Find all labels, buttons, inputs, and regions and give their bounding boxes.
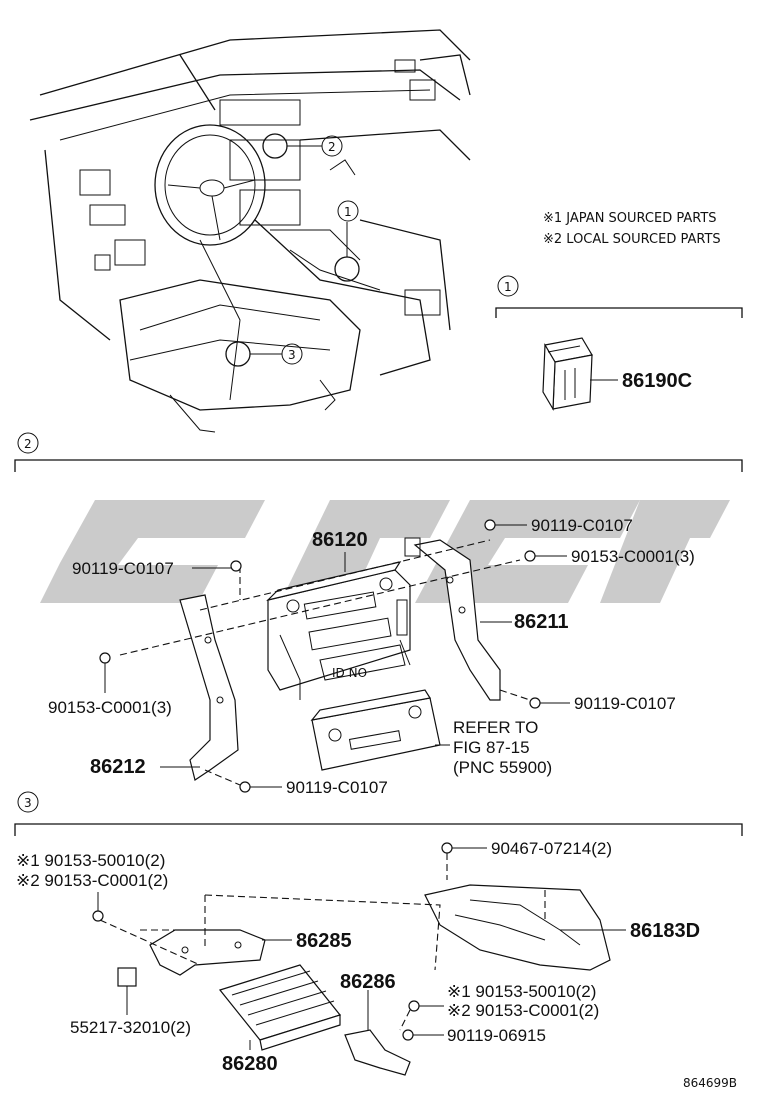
- bolt-icon: [529, 697, 541, 709]
- bolt-icon: [484, 519, 496, 531]
- svg-text:3: 3: [24, 796, 32, 810]
- overview-callout-2[interactable]: 2: [321, 135, 343, 157]
- part-86212-label[interactable]: 86212: [90, 756, 146, 778]
- clip-55217-illustration: [117, 967, 137, 1015]
- bolt-90119-c0107-left-bottom[interactable]: 90119-C0107: [286, 778, 388, 797]
- watermark-logo: [40, 500, 730, 603]
- bolt-icon: [408, 1000, 420, 1012]
- part-90467-label[interactable]: 90467-07214(2): [491, 839, 612, 858]
- bolt-90119-c0107-top-left[interactable]: 90119-C0107: [72, 559, 174, 578]
- cover-86183d-illustration: [424, 884, 626, 971]
- bracket-86211-illustration: [404, 537, 501, 701]
- bolt-90119-c0107-right-bottom[interactable]: 90119-C0107: [574, 694, 676, 713]
- section-3-header: 3: [14, 791, 743, 836]
- diagram-id: 864699B: [683, 1076, 737, 1090]
- part-86286-label[interactable]: 86286: [340, 971, 396, 993]
- part-86183d-label[interactable]: 86183D: [630, 920, 700, 942]
- refer-line-3: (PNC 55900): [453, 758, 552, 777]
- bolt-90119-c0107-top-right[interactable]: 90119-C0107: [531, 516, 633, 535]
- overview-callout-3[interactable]: 3: [281, 343, 303, 365]
- bolt-icon: [524, 550, 536, 562]
- switch-86190c-illustration: [542, 337, 618, 412]
- bolt-90153-50010-right[interactable]: ※1 90153-50010(2): [447, 982, 596, 1001]
- part-86190c-label[interactable]: 86190C: [622, 370, 692, 392]
- svg-text:3: 3: [288, 348, 296, 362]
- bolt-icon: [239, 781, 251, 793]
- bolt-icon: [99, 652, 111, 664]
- bolt-90153-c0001-right-s3[interactable]: ※2 90153-C0001(2): [447, 1001, 599, 1020]
- note-local-sourced: ※2 LOCAL SOURCED PARTS: [543, 232, 721, 247]
- bracket-86212-illustration: [160, 594, 239, 781]
- bolt-90153-c0001-left-s3[interactable]: ※2 90153-C0001(2): [16, 871, 168, 890]
- bracket-86285-illustration: [149, 929, 292, 976]
- part-86211-label[interactable]: 86211: [514, 611, 569, 633]
- overview-callout-1[interactable]: 1: [337, 200, 359, 222]
- ac-control-panel-illustration: [310, 689, 450, 771]
- refer-line-1: REFER TO: [453, 718, 538, 737]
- part-55217-label[interactable]: 55217-32010(2): [70, 1018, 191, 1037]
- part-86120-label[interactable]: 86120: [312, 529, 368, 551]
- svg-text:2: 2: [328, 140, 336, 154]
- radio-unit-86120-illustration: [266, 561, 411, 700]
- bolt-90153-c0001-right[interactable]: 90153-C0001(3): [571, 547, 695, 566]
- svg-text:1: 1: [504, 280, 512, 294]
- dashboard-overview-illustration: [29, 29, 471, 433]
- bolt-icon: [441, 842, 453, 854]
- note-japan-sourced: ※1 JAPAN SOURCED PARTS: [543, 211, 717, 226]
- bolt-icon: [402, 1029, 414, 1041]
- amplifier-86280-illustration: [218, 964, 342, 1051]
- bolt-90153-c0001-left[interactable]: 90153-C0001(3): [48, 698, 172, 717]
- part-86280-label[interactable]: 86280: [222, 1053, 278, 1075]
- bolt-icon: [92, 910, 104, 922]
- refer-line-2[interactable]: FIG 87-15: [453, 738, 530, 757]
- section-2-header: 2: [14, 432, 743, 472]
- bolt-90119-06915-label[interactable]: 90119-06915: [447, 1026, 546, 1045]
- id-no-label: ID NO: [332, 666, 367, 680]
- bolt-icon: [230, 560, 242, 572]
- svg-text:1: 1: [344, 205, 352, 219]
- svg-text:2: 2: [24, 437, 32, 451]
- part-86285-label[interactable]: 86285: [296, 930, 352, 952]
- bracket-86286-illustration: [344, 990, 411, 1076]
- section-1-header: 1: [495, 275, 743, 318]
- bolt-90153-50010-left[interactable]: ※1 90153-50010(2): [16, 851, 165, 870]
